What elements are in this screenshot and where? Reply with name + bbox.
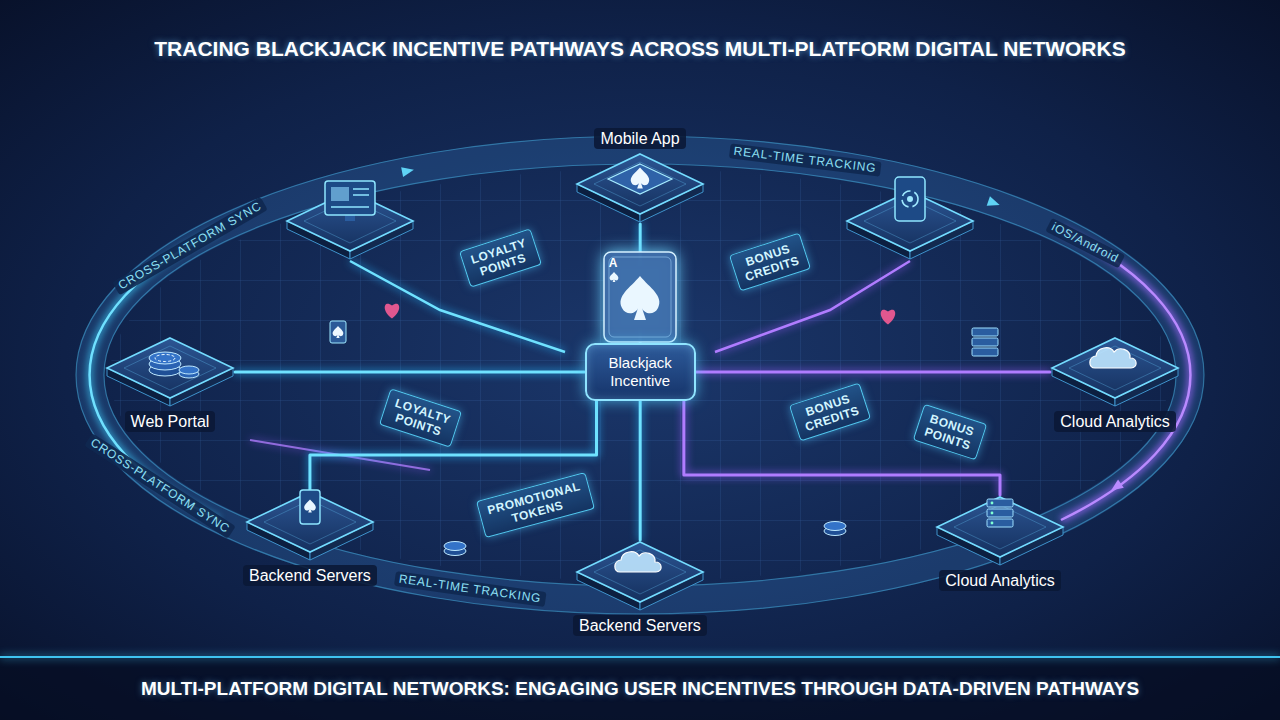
platform-tile — [245, 490, 375, 562]
tag-label: BONUS CREDITS — [739, 240, 801, 284]
server-stack-icon — [972, 328, 998, 356]
tag-label: PROMOTIONAL TOKENS — [485, 479, 584, 531]
incentive-tag: LOYALTY POINTS — [458, 228, 541, 287]
sync-ring-edge — [76, 136, 1204, 614]
tablet-platform — [847, 177, 973, 259]
platform-icon — [987, 499, 1013, 527]
platform-icon — [300, 490, 320, 524]
platform-shape — [575, 540, 705, 612]
ring-arrow — [987, 196, 1002, 209]
caption-band — [0, 658, 1280, 720]
platform-node: Backend Servers — [573, 540, 707, 636]
platform-tile — [847, 191, 973, 259]
desktop-platform — [287, 181, 413, 259]
platform-tile — [937, 497, 1063, 565]
platform-shape — [575, 152, 705, 224]
tag-label: LOYALTY POINTS — [389, 396, 452, 440]
tag-label: LOYALTY POINTS — [469, 236, 532, 280]
ring-arrow — [1108, 479, 1124, 494]
sync-ring-band — [90, 150, 1190, 600]
platform-tile — [577, 542, 703, 610]
incentive-tag: PROMOTIONAL TOKENS — [476, 472, 595, 538]
incentive-tag: LOYALTY POINTS — [378, 388, 461, 447]
diagram-title: TRACING BLACKJACK INCENTIVE PATHWAYS ACR… — [0, 36, 1280, 61]
heart-icon — [385, 304, 399, 319]
platform-icon — [149, 352, 199, 378]
platform-node: Cloud Analytics — [935, 495, 1065, 591]
incentive-tag: BONUS POINTS — [913, 404, 987, 460]
card-rank: A — [609, 256, 618, 270]
tablet-icon — [895, 177, 925, 221]
incentive-tag: BONUS CREDITS — [789, 382, 871, 441]
platform-shape — [1050, 336, 1180, 408]
platform-label: Mobile App — [594, 128, 685, 149]
platform-icon — [1090, 348, 1136, 368]
ring-label: REAL-TIME TRACKING — [729, 143, 881, 176]
platform-tile — [1050, 336, 1180, 408]
platform-label: Backend Servers — [573, 615, 707, 636]
ring-label: CROSS-PLATFORM SYNC — [112, 197, 268, 295]
floor-grid — [110, 169, 1170, 581]
chip-icon — [824, 522, 846, 536]
platform-tile — [577, 154, 703, 222]
platform-icon — [608, 164, 672, 194]
platform-label: Web Portal — [125, 411, 216, 432]
pathway-connector — [639, 401, 642, 540]
monitor-icon — [325, 181, 375, 221]
pathway-connector — [696, 371, 1050, 374]
platform-shape — [105, 336, 235, 408]
ring-arrow — [401, 165, 415, 177]
platform-tile — [575, 152, 705, 224]
platform-label: Cloud Analytics — [939, 570, 1060, 591]
incentive-tag: BONUS CREDITS — [729, 232, 811, 291]
platform-node: Backend Servers — [243, 490, 377, 586]
tag-label: BONUS CREDITS — [799, 390, 861, 434]
ring-label: REAL-TIME TRACKING — [394, 571, 546, 607]
platform-node: Cloud Analytics — [1050, 336, 1180, 432]
sync-ring-edge — [104, 164, 1176, 586]
playing-card — [604, 252, 676, 342]
card-icon — [330, 321, 346, 343]
heart-icon — [881, 310, 895, 325]
platform-tile — [105, 336, 235, 408]
platform-tile — [107, 338, 233, 406]
chip-icon — [444, 542, 466, 556]
platform-tile — [935, 495, 1065, 567]
platform-shape — [935, 495, 1065, 567]
platform-node: Mobile App — [575, 128, 705, 224]
platform-icon — [615, 552, 661, 572]
platform-tile — [575, 540, 705, 612]
caption-rule — [0, 656, 1280, 658]
data-stream-line — [350, 261, 565, 352]
platform-label: Backend Servers — [243, 565, 377, 586]
tag-label: BONUS POINTS — [923, 411, 977, 452]
ring-label: iOS/Android — [1045, 218, 1124, 268]
platform-tile — [1052, 338, 1178, 406]
platform-node: Web Portal — [105, 336, 235, 432]
diagram-caption: MULTI-PLATFORM DIGITAL NETWORKS: ENGAGIN… — [0, 677, 1280, 700]
platform-label: Cloud Analytics — [1054, 411, 1175, 432]
hub-box: Blackjack Incentive — [585, 343, 696, 401]
ring-label: CROSS-PLATFORM SYNC — [84, 433, 236, 539]
pathway-connector — [235, 371, 585, 374]
platform-shape — [245, 490, 375, 562]
hub-label: Blackjack Incentive — [609, 354, 672, 390]
